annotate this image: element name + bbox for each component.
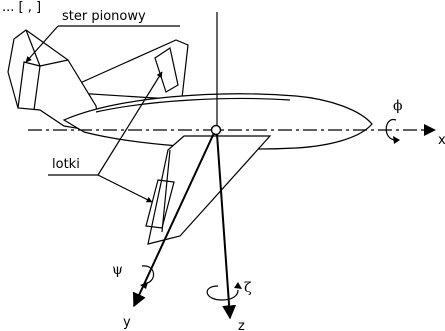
roll-arc <box>385 119 397 141</box>
y-axis-line <box>132 132 215 308</box>
top-cut-text: ... [ , ] <box>2 0 41 15</box>
z-axis-label: z <box>238 319 245 331</box>
roll-arrow-icon <box>393 136 400 144</box>
ailerons-label: lotki <box>52 157 80 172</box>
rudder-label: ster pionowy <box>62 9 146 24</box>
x-axis: x <box>28 124 445 148</box>
tail-rudder-edge <box>17 61 41 109</box>
z-axis-line <box>216 133 237 320</box>
origin-point <box>210 124 222 136</box>
ailerons-callout: lotki <box>48 71 163 203</box>
roll-rotation: ϕ <box>385 98 403 144</box>
pitch-rotation: ψ <box>112 262 155 289</box>
ailerons-leader-upper <box>97 71 163 176</box>
roll-symbol: ϕ <box>393 98 403 114</box>
yaw-arrow-icon <box>234 282 242 289</box>
pitch-symbol: ψ <box>112 262 123 278</box>
fuselage-spine <box>95 97 291 113</box>
lower-wing-line <box>161 149 171 233</box>
x-axis-arrow-icon <box>424 124 436 136</box>
tail-cross <box>39 59 69 67</box>
aircraft-body <box>7 29 373 245</box>
yaw-rotation: ζ <box>206 280 252 301</box>
rudder-callout: ster pionowy <box>25 9 180 63</box>
rudder-leader <box>25 25 59 63</box>
lower-aileron <box>145 179 175 229</box>
yaw-symbol: ζ <box>244 280 252 296</box>
upper-aileron <box>154 47 179 93</box>
yaw-arc <box>206 285 239 301</box>
ailerons-leader-lower <box>97 174 153 203</box>
x-axis-label: x <box>438 133 445 148</box>
y-axis-label: y <box>123 315 131 330</box>
pitch-arrow-icon <box>140 282 148 289</box>
